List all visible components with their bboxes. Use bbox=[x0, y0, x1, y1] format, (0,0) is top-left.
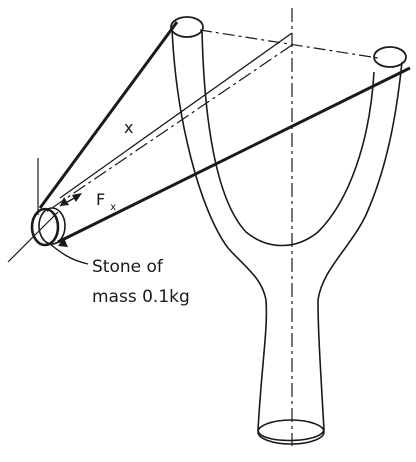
label-force-sub: x bbox=[110, 202, 116, 213]
slingshot-frame bbox=[171, 27, 403, 445]
label-force: F x bbox=[96, 190, 116, 213]
label-stone-line1: Stone of bbox=[92, 257, 164, 277]
right-prong-top bbox=[373, 46, 407, 68]
prong-tops-line bbox=[199, 29, 379, 59]
band-rest-line bbox=[59, 32, 293, 199]
band-left bbox=[38, 21, 179, 209]
label-x: x bbox=[124, 118, 133, 137]
frame-outer-outline bbox=[171, 27, 403, 442]
stone bbox=[30, 207, 66, 247]
stone-label-pointer bbox=[49, 243, 89, 265]
stone-front bbox=[30, 207, 60, 247]
stone-arrow-upper bbox=[60, 197, 69, 206]
label-stone-line2: mass 0.1kg bbox=[92, 287, 190, 307]
force-arrowhead bbox=[72, 193, 82, 202]
stone-back bbox=[38, 207, 66, 245]
stone-arrow-lower bbox=[58, 238, 68, 247]
frame-inner-outline bbox=[201, 29, 375, 247]
label-force-main: F bbox=[96, 190, 105, 209]
band-right bbox=[57, 66, 411, 244]
stone-through-line bbox=[7, 211, 59, 263]
left-prong-top bbox=[170, 16, 204, 38]
handle-end bbox=[257, 419, 325, 445]
stone-arrows bbox=[58, 197, 69, 247]
